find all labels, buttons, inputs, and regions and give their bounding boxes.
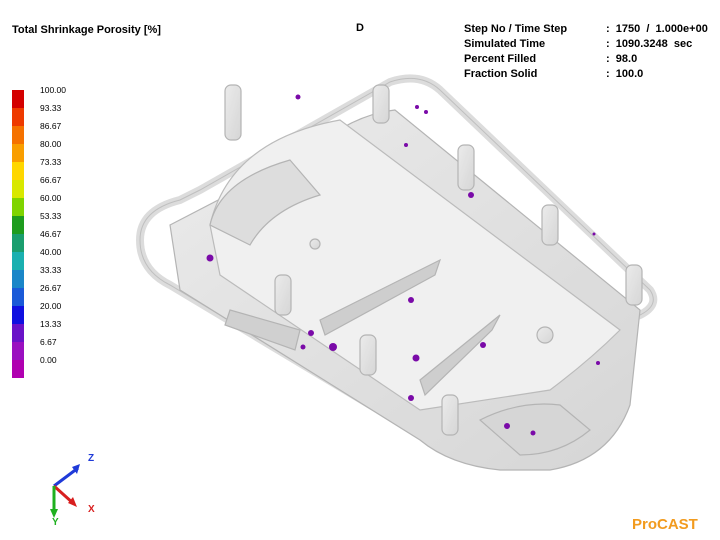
legend-swatch xyxy=(12,288,24,306)
legend-label: 26.67 xyxy=(40,283,62,293)
simulation-info-panel: Step No / Time Step : 1750 / 1.000e+00 S… xyxy=(464,22,708,82)
info-value: : 1750 / 1.000e+00 xyxy=(606,23,708,35)
legend-swatch xyxy=(12,144,24,162)
info-key: Percent Filled xyxy=(464,53,537,65)
legend-label: 60.00 xyxy=(40,193,62,203)
legend-swatch xyxy=(12,108,24,126)
legend-swatch xyxy=(12,216,24,234)
legend-swatch xyxy=(12,198,24,216)
info-value: : 100.0 xyxy=(606,68,644,80)
axis-x-label: X xyxy=(88,504,95,515)
info-value: : 98.0 xyxy=(606,53,638,65)
legend-label: 46.67 xyxy=(40,229,62,239)
casting-viewport[interactable] xyxy=(120,60,680,480)
axis-y-label: Y xyxy=(52,517,59,526)
info-row-percent-filled: Percent Filled : 98.0 xyxy=(464,52,708,67)
legend-label: 66.67 xyxy=(40,175,62,185)
view-label: D xyxy=(356,22,364,34)
axis-z-label: Z xyxy=(88,453,94,464)
legend-label: 100.00 xyxy=(40,85,66,95)
legend-swatch xyxy=(12,180,24,198)
legend-swatch xyxy=(12,306,24,324)
legend-swatch xyxy=(12,90,24,108)
legend-label: 6.67 xyxy=(40,337,57,347)
legend-swatch xyxy=(12,342,24,360)
legend-label: 13.33 xyxy=(40,319,62,329)
legend-swatch xyxy=(12,252,24,270)
legend-label: 80.00 xyxy=(40,139,62,149)
legend-swatch xyxy=(12,324,24,342)
orientation-triad: Z X Y xyxy=(50,453,95,526)
result-title: Total Shrinkage Porosity [%] xyxy=(12,24,161,36)
legend-label: 73.33 xyxy=(40,157,62,167)
info-key: Simulated Time xyxy=(464,38,546,50)
legend-swatch xyxy=(12,126,24,144)
legend-label: 20.00 xyxy=(40,301,62,311)
porosity-defects xyxy=(206,94,600,436)
casting-part xyxy=(135,74,658,471)
info-key: Step No / Time Step xyxy=(464,23,568,35)
legend-swatch xyxy=(12,234,24,252)
legend-label: 93.33 xyxy=(40,103,62,113)
info-value: : 1090.3248 sec xyxy=(606,38,693,50)
info-key: Fraction Solid xyxy=(464,68,538,80)
procast-logo: ProCAST xyxy=(632,516,698,533)
legend-label: 0.00 xyxy=(40,355,57,365)
legend-swatch xyxy=(12,162,24,180)
legend-label: 86.67 xyxy=(40,121,62,131)
info-row-fraction-solid: Fraction Solid : 100.0 xyxy=(464,67,708,82)
legend-swatch xyxy=(12,360,24,378)
legend-label: 53.33 xyxy=(40,211,62,221)
info-row-step: Step No / Time Step : 1750 / 1.000e+00 xyxy=(464,22,708,37)
legend-label: 33.33 xyxy=(40,265,62,275)
info-row-simulated-time: Simulated Time : 1090.3248 sec xyxy=(464,37,708,52)
legend-label: 40.00 xyxy=(40,247,62,257)
legend-swatch xyxy=(12,270,24,288)
